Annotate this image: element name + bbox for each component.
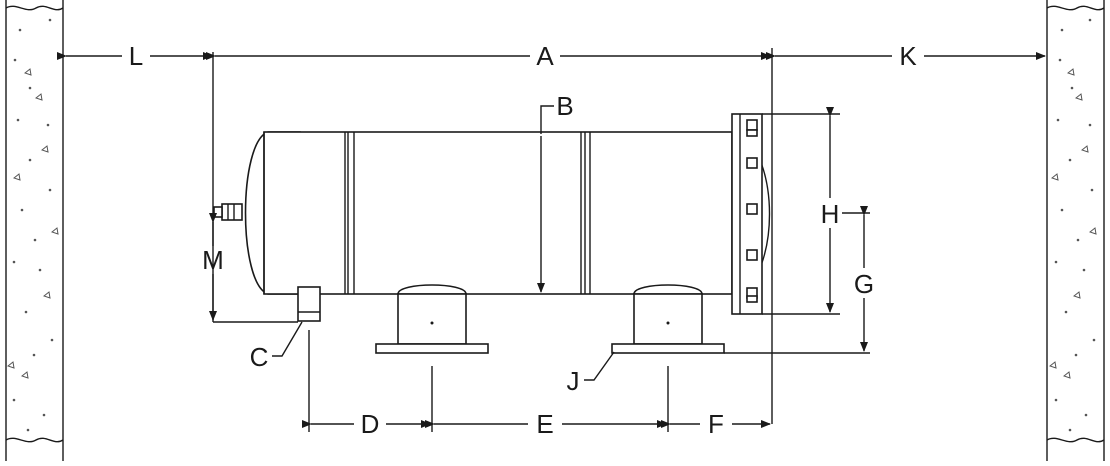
label-D: D [361,409,380,439]
label-E: E [536,409,553,439]
tank-shell [263,131,733,295]
label-J: J [567,366,580,396]
label-C: C [250,342,269,372]
label-L: L [129,41,143,71]
dimension-lines [57,48,1046,432]
weld-seams [344,132,591,294]
end-flange [731,113,771,315]
support-saddle-right [611,284,725,354]
support-saddle-left [375,284,489,354]
label-A: A [536,41,554,71]
tank [213,113,771,354]
flange-bolts [746,119,758,303]
left-wall-speckle [6,18,59,432]
side-fitting [213,203,243,221]
label-M: M [202,245,224,275]
drain-nozzle [297,286,321,322]
label-G: G [854,269,874,299]
dimension-labels: L A K B M H G C J D E F [129,41,918,439]
label-F: F [708,409,724,439]
left-wall [5,0,64,461]
label-H: H [821,199,840,229]
label-B: B [556,91,573,121]
right-wall-speckle [1048,18,1097,432]
label-K: K [899,41,917,71]
right-wall [1046,0,1105,461]
